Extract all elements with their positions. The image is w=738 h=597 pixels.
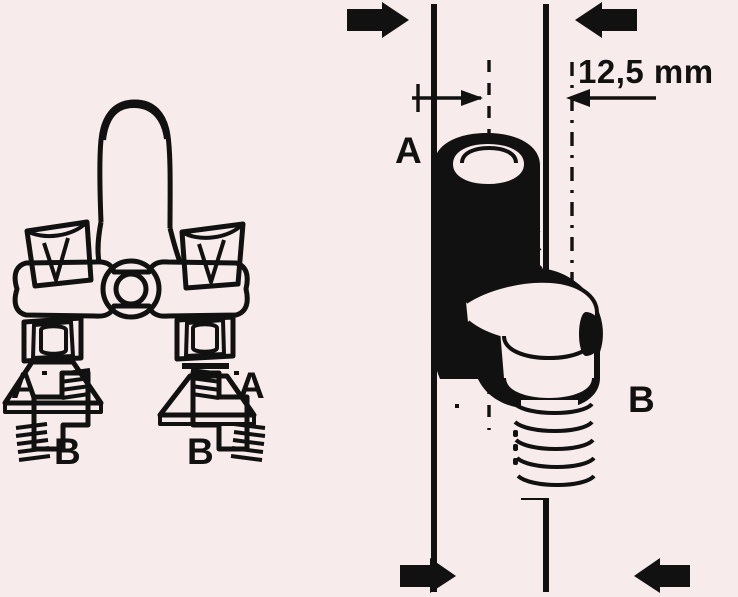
speck-mark xyxy=(455,404,459,408)
spout-outline xyxy=(97,99,173,229)
connector-symbol-right: A B xyxy=(187,365,266,472)
connector-upper-bore-outline xyxy=(449,140,528,188)
connector-right-label-b: B xyxy=(187,431,214,472)
handle-right-rim xyxy=(180,222,245,240)
connector-mid-band xyxy=(500,330,594,400)
connector-3d-body xyxy=(431,133,603,500)
connector-symbol-left: A B xyxy=(11,365,91,472)
spanner-slot xyxy=(579,312,602,356)
connector-right-thread-a xyxy=(190,368,239,400)
spout-inner-cap xyxy=(102,104,168,141)
spout-left-skirt xyxy=(95,221,104,263)
handle-right xyxy=(179,221,246,291)
dimension-arrowhead-right xyxy=(566,89,590,107)
hex-nut-right-face xyxy=(184,318,226,358)
handle-left-vee xyxy=(42,237,70,282)
handle-left-rim xyxy=(26,220,89,238)
arrow-bottom-right xyxy=(634,558,690,593)
connector-right-thread-b xyxy=(230,422,266,462)
hex-nut-left-oval xyxy=(39,324,68,356)
escutcheon-left-base xyxy=(3,403,103,414)
connector-shoulder-face xyxy=(466,280,597,345)
tap-body-bar xyxy=(12,259,250,319)
hex-nut-right xyxy=(174,314,236,362)
thread-turns-b xyxy=(513,402,596,487)
mixer-tap-illustration xyxy=(2,99,257,426)
connector-upper-bore-inner xyxy=(460,146,518,164)
label-thread-b: B xyxy=(628,379,655,420)
handle-left xyxy=(24,219,94,289)
connector-left-thread-b xyxy=(15,422,51,462)
handle-right-vee xyxy=(197,239,226,284)
arrow-top-left xyxy=(347,2,409,38)
arrow-top-right xyxy=(575,2,637,38)
connector-left-label-b: B xyxy=(54,431,81,472)
connector-right-label-a: A xyxy=(238,365,265,406)
washer-right xyxy=(182,363,229,369)
connector-left-label-a: A xyxy=(11,365,38,406)
dimension-arrowhead-left xyxy=(461,90,483,106)
label-thread-a: A xyxy=(395,130,422,171)
body-rosette-outer xyxy=(100,258,162,320)
hex-nut-right-oval xyxy=(191,322,219,354)
body-rosette-inner xyxy=(113,271,149,307)
dimension-label: 12,5 mm xyxy=(578,53,714,90)
connector-left-thread-a xyxy=(42,368,91,400)
arrow-bottom-left xyxy=(400,558,456,593)
hex-nut-left xyxy=(21,315,84,364)
eccentric-connector-detail: 12,5 mm A B xyxy=(347,2,714,593)
knurl-dots xyxy=(455,240,518,465)
hex-nut-left-face xyxy=(31,320,75,360)
